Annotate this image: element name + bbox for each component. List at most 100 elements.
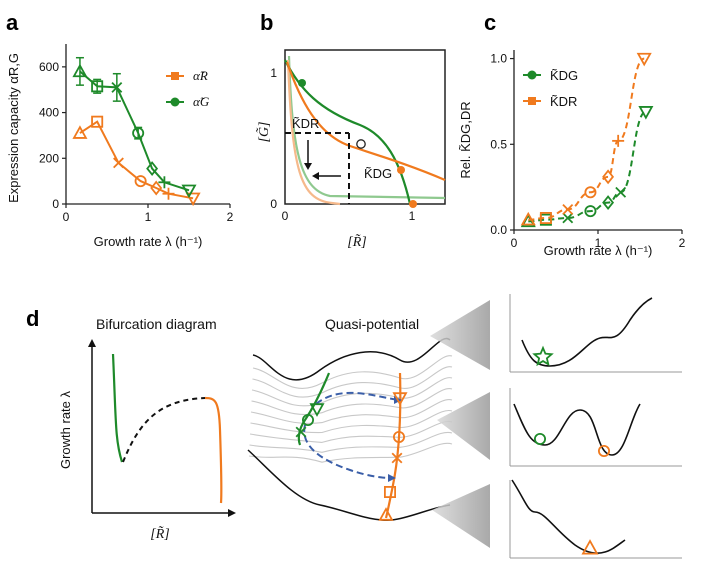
a-point	[146, 161, 159, 177]
d-bifurcation-title: Bifurcation diagram	[96, 316, 217, 332]
d-connector-bottom	[432, 484, 490, 548]
c-point-shape	[584, 205, 597, 218]
c-point-shape	[539, 211, 552, 224]
b-stable-point-axis	[409, 200, 417, 208]
c-xtick-label: 1	[595, 236, 602, 250]
c-fit-curve	[528, 57, 645, 221]
d-landscape-contour	[250, 399, 453, 424]
a-xtick-label: 0	[63, 210, 70, 224]
d-landscape-green-path	[297, 372, 331, 446]
c-point	[562, 203, 574, 215]
d-pot-top-star	[532, 345, 554, 367]
d-x-label: [R̃]	[150, 526, 169, 542]
c-ytick-label: 0.5	[490, 137, 507, 151]
b-y-label: [G̃]	[256, 121, 272, 142]
c-point-stroke2	[562, 203, 574, 215]
a-y-label: Expression capacity α̃R,G	[6, 53, 21, 203]
d-landscape-green-marker	[295, 426, 307, 438]
d-landscape-green-marker	[301, 413, 314, 426]
d-pot-bottom-triangle	[581, 539, 599, 555]
b-xtick-0: 0	[282, 209, 289, 223]
d-pot-mid-green-circle-shape	[534, 432, 547, 445]
c-fit-curve	[528, 110, 647, 223]
c-legend-DR: K̃DR	[550, 94, 577, 109]
panel-label-a: a	[6, 10, 19, 35]
b-frame	[284, 49, 446, 205]
a-ytick-label: 400	[39, 106, 59, 120]
d-pot-mid-green-circle	[534, 432, 547, 445]
a-point-stroke2	[111, 81, 123, 93]
c-y-label: Rel. K̃DG,DR	[458, 101, 473, 178]
d-landscape-orange-marker	[392, 430, 405, 443]
a-point-shape	[185, 192, 201, 207]
a-point	[72, 63, 88, 78]
d-landscape-green-marker-stroke2	[295, 426, 307, 438]
d-connector-middle	[437, 392, 490, 460]
c-point	[638, 106, 654, 120]
a-point-shape	[134, 175, 147, 188]
c-point	[615, 186, 627, 198]
b-stable-point-orange	[397, 166, 405, 174]
d-pot-bottom-curve	[511, 479, 626, 554]
b-label-KDR: K̃DR	[292, 116, 319, 131]
d-landscape-orange-marker-shape	[392, 392, 408, 406]
a-legend-G-marker	[170, 97, 180, 107]
b-xtick-1: 1	[409, 209, 416, 223]
b-x-label: [R̃]	[347, 234, 366, 250]
d-pot-bottom-triangle-shape	[581, 539, 599, 555]
b-label-KDG: K̃DG	[364, 166, 392, 181]
panel-label-c: c	[484, 10, 496, 35]
d-potential-middle	[509, 388, 682, 467]
d-pot-mid-orange-circle-shape	[598, 444, 611, 457]
c-point	[539, 211, 552, 224]
d-bif-green-branch	[111, 353, 124, 463]
d-connector-top	[430, 300, 490, 370]
d-bif-unstable-branch	[122, 397, 206, 463]
a-legend-R-marker	[171, 72, 179, 80]
a-point-shape	[181, 184, 197, 199]
d-landscape-top-curve	[252, 337, 451, 381]
d-landscape-orange-marker	[392, 392, 408, 406]
a-point-shape	[72, 125, 88, 139]
b-saddle-point	[356, 139, 366, 149]
d-potential-bottom	[509, 479, 682, 559]
c-xtick-label: 0	[511, 236, 518, 250]
d-quasi-title: Quasi-potential	[325, 316, 419, 332]
panel-label-d: d	[26, 306, 39, 331]
c-point	[562, 212, 574, 224]
d-landscape-orange-marker-shape	[392, 430, 405, 443]
b-arrow-left-head	[312, 172, 319, 180]
a-point	[185, 192, 201, 207]
a-point	[181, 184, 197, 199]
b-light-orange-curve	[286, 59, 341, 206]
a-point-stroke2	[113, 157, 124, 169]
a-x-label: Growth rate λ (h⁻¹)	[94, 234, 203, 249]
c-point	[602, 195, 615, 211]
c-point-stroke2	[562, 212, 574, 224]
a-point	[91, 80, 104, 93]
a-legend-G: α̃G	[193, 94, 210, 109]
d-bif-y-arrowhead	[88, 339, 96, 347]
c-x-label: Growth rate λ (h⁻¹)	[544, 243, 653, 258]
a-point	[134, 175, 147, 188]
a-point	[111, 81, 123, 93]
d-landscape-green-marker-shape	[301, 413, 314, 426]
c-point	[520, 211, 536, 226]
b-arrow-down-head	[304, 163, 312, 170]
d-landscape-contour	[250, 410, 453, 434]
c-legend-DG: K̃DG	[550, 68, 578, 83]
d-landscape-bottom-curve	[247, 449, 451, 521]
a-ytick-label: 200	[39, 151, 59, 165]
c-point-stroke2	[615, 186, 627, 198]
d-pot-mid-orange-circle	[598, 444, 611, 457]
d-landscape-green-marker-shape	[309, 403, 325, 417]
d-landscape-contour	[252, 366, 453, 398]
c-ytick-label: 0.0	[490, 223, 507, 237]
a-point	[162, 187, 175, 200]
d-transition-path-lower	[303, 424, 393, 479]
c-point-shape	[520, 211, 536, 226]
a-point-shape	[150, 180, 163, 196]
c-ytick-label: 1.0	[490, 52, 507, 66]
